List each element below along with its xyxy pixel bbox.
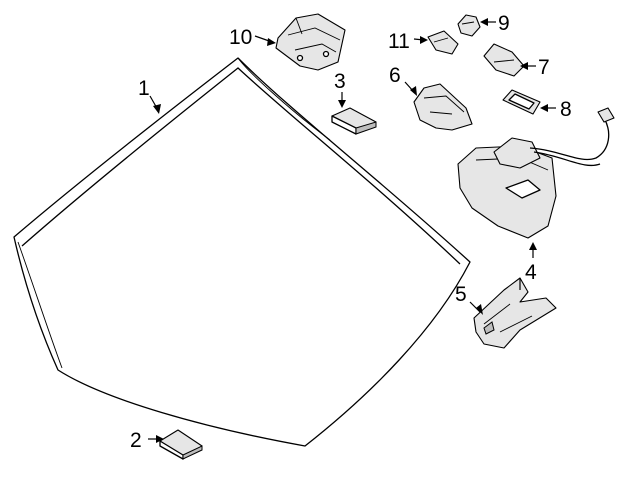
mirror-cover-5 <box>473 277 557 349</box>
clip-11 <box>427 30 459 55</box>
cover-7 <box>483 43 525 77</box>
mounting-bracket-6 <box>413 83 473 131</box>
sensor-pad-2 <box>159 429 203 460</box>
callout-9: 9 <box>498 12 510 35</box>
callout-10: 10 <box>229 26 252 49</box>
leader-arrows <box>148 18 556 443</box>
rearview-mirror-4 <box>457 107 615 239</box>
sensor-bracket-10 <box>275 13 346 71</box>
callout-2: 2 <box>130 429 142 452</box>
windshield-glass <box>13 57 471 447</box>
callout-11: 11 <box>388 30 410 53</box>
cap-9 <box>457 14 481 37</box>
callout-5: 5 <box>455 283 467 306</box>
callout-8: 8 <box>560 98 572 121</box>
callout-7: 7 <box>538 56 550 79</box>
callout-1: 1 <box>138 77 150 100</box>
callout-3: 3 <box>334 70 346 93</box>
gel-pad-3 <box>331 107 377 135</box>
callout-6: 6 <box>389 64 401 87</box>
callout-4: 4 <box>525 261 537 284</box>
pad-8 <box>502 89 541 115</box>
